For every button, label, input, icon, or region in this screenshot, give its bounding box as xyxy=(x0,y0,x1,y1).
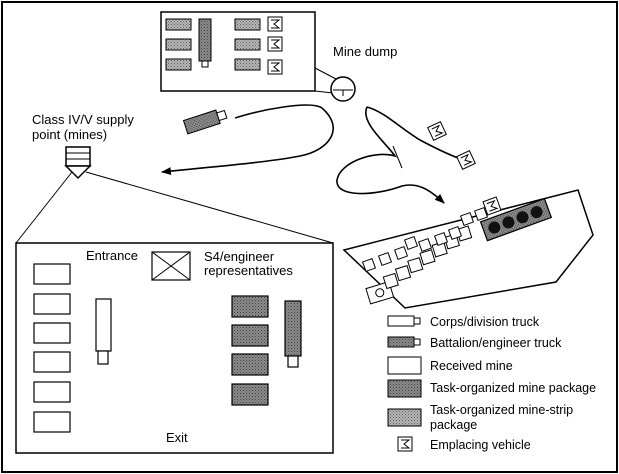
mine-package xyxy=(231,295,269,318)
mine-package xyxy=(231,353,269,376)
received-mine xyxy=(33,351,71,373)
received-mine-icon xyxy=(387,356,422,375)
legend-battalion-label: Battalion/engineer truck xyxy=(430,336,562,350)
received-mine xyxy=(33,381,71,403)
inset-connector xyxy=(15,171,73,244)
truck-route-arrow xyxy=(161,107,334,176)
route-tick xyxy=(392,145,403,169)
mine-strip-row xyxy=(361,206,489,273)
mine-strip-package xyxy=(234,38,261,51)
mine-strip-package xyxy=(165,58,192,71)
supply-point-label-line1: Class IV/V supply xyxy=(32,112,134,127)
inset-connector xyxy=(314,67,337,80)
exit-label: Exit xyxy=(166,430,188,445)
mine-strip-package xyxy=(165,38,192,51)
legend-corps-label: Corps/division truck xyxy=(430,315,540,329)
received-mine xyxy=(33,293,71,315)
s4-label-line2: representatives xyxy=(204,263,293,278)
s4-representatives-icon xyxy=(151,251,191,281)
received-mine xyxy=(33,322,71,344)
corps-division-truck-icon xyxy=(387,315,421,327)
supply-point-label-line2: point (mines) xyxy=(32,127,107,142)
legend: Corps/division truck Battalion/engineer … xyxy=(387,315,596,452)
emplacing-vehicle-icon xyxy=(267,16,283,32)
mine-strip-with-mines xyxy=(479,197,553,242)
mine-row xyxy=(365,225,473,305)
battalion-engineer-truck xyxy=(284,300,302,368)
mine-package xyxy=(231,324,269,347)
mine-strip-package xyxy=(234,58,261,71)
emplacing-vehicle-icon xyxy=(267,59,283,75)
battalion-truck-cab xyxy=(201,60,209,68)
inset-connector xyxy=(314,90,334,94)
mine-dump-inset xyxy=(160,11,316,92)
emplacing-vehicle-icon xyxy=(397,436,413,452)
mine-strip-package-icon xyxy=(387,408,422,427)
received-mine xyxy=(33,411,71,433)
mine-package xyxy=(231,383,269,406)
emplacing-vehicle-on-route xyxy=(456,150,476,170)
legend-received-mine-label: Received mine xyxy=(430,359,513,373)
supply-point-symbol xyxy=(64,146,92,180)
emplacing-vehicle-on-route xyxy=(427,121,447,141)
emplacing-route-loop xyxy=(366,106,471,163)
mine-strip-package xyxy=(165,18,192,31)
mine-dump-label: Mine dump xyxy=(333,44,397,59)
received-mine xyxy=(33,263,71,285)
entrance-label: Entrance xyxy=(86,248,138,263)
legend-strip-label-line2: package xyxy=(430,418,477,432)
battalion-engineer-truck-icon xyxy=(387,336,421,348)
s4-label-line1: S4/engineer xyxy=(204,249,275,264)
mine-package-icon xyxy=(387,379,422,398)
inset-connector xyxy=(85,171,334,244)
mine-dump-symbol xyxy=(330,76,356,102)
mine-strip-package xyxy=(234,18,261,31)
battalion-truck-body xyxy=(198,18,212,62)
emplacing-route-arrow xyxy=(336,106,445,204)
legend-emplacing-label: Emplacing vehicle xyxy=(430,438,531,452)
battalion-truck-on-route xyxy=(182,109,228,135)
legend-package-label: Task-organized mine package xyxy=(430,381,596,395)
truck-route-return xyxy=(234,104,323,119)
legend-strip-label-line1: Task-organized mine-strip xyxy=(430,403,573,417)
emplacing-vehicle-icon xyxy=(267,36,283,52)
emplacing-vehicle-in-field xyxy=(482,196,502,216)
corps-division-truck xyxy=(95,298,112,365)
